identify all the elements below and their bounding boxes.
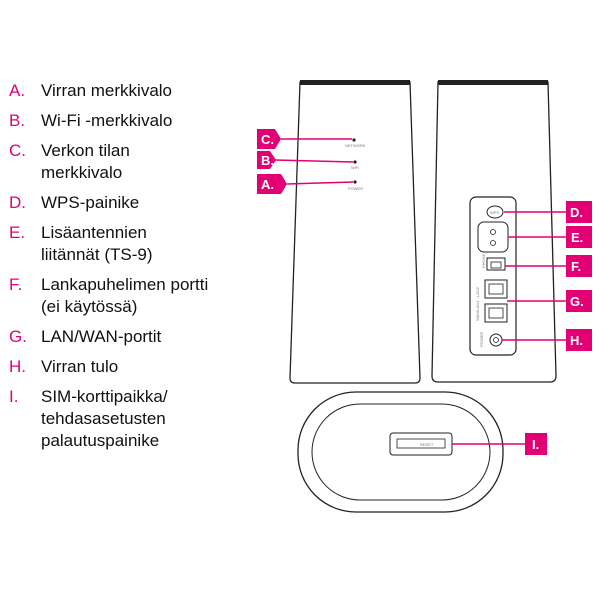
- legend-text: Virran merkkivalo: [41, 81, 173, 100]
- callout-tag-f-text: F.: [571, 259, 581, 274]
- callout-line-b: [274, 159, 354, 163]
- legend-text: Virran tulo: [41, 357, 119, 376]
- callout-tag-f-shape: [566, 255, 592, 277]
- callout-tag-e-text: E.: [571, 230, 583, 245]
- legend-text: LAN/WAN-portit: [41, 327, 162, 346]
- callout-line-a: [286, 181, 354, 185]
- reset-label: RESET: [420, 442, 434, 447]
- legend-item-f: F. Lankapuhelimen portti (ei käytössä): [9, 274, 249, 318]
- callout-tag-h-text: H.: [570, 333, 583, 348]
- legend-text: Wi-Fi -merkkivalo: [41, 111, 173, 130]
- power-inlet: [489, 333, 503, 347]
- legend-item-h: H. Virran tulo: [9, 356, 249, 378]
- legend-text: Lankapuhelimen portti (ei käytössä): [41, 275, 209, 316]
- lan-wan-port-1-socket: [488, 283, 504, 295]
- callout-tag-a-shape: [257, 174, 287, 194]
- router-front-body: [289, 81, 421, 384]
- callout-tag-a-text: A.: [261, 177, 274, 192]
- lan-wan-label: WAN/LAN1 · LAN2: [475, 286, 480, 321]
- legend-letter: G.: [9, 327, 27, 346]
- callout-tag-h-shape: [566, 329, 592, 351]
- legend-letter: E.: [9, 223, 26, 242]
- callout-tag-g-text: G.: [570, 294, 584, 309]
- router-bottom-view: RESET: [297, 391, 504, 513]
- callout-tag-b: B.: [257, 151, 276, 169]
- callout-lines: [274, 138, 566, 445]
- legend-item-b: B. Wi-Fi -merkkivalo: [9, 110, 249, 132]
- callout-tag-f: F.: [566, 255, 592, 277]
- antenna-connector-2-icon: [490, 240, 496, 246]
- legend: A. Virran merkkivalo B. Wi-Fi -merkkival…: [9, 80, 249, 460]
- lan-port-2-socket: [488, 307, 504, 319]
- callout-tag-i-shape: [525, 433, 547, 455]
- legend-item-c: C. Verkon tilan merkkivalo: [9, 140, 249, 184]
- legend-letter: C.: [9, 141, 26, 160]
- legend-item-i: I. SIM-korttipaikka/ tehdasasetusten pal…: [9, 386, 249, 452]
- legend-item-g: G. LAN/WAN-portit: [9, 326, 249, 348]
- legend-letter: B.: [9, 111, 26, 130]
- wifi-led-label: WiFi: [351, 165, 359, 170]
- callout-tag-b-shape: [257, 151, 276, 169]
- antenna-connector-cover: [477, 221, 509, 253]
- callout-tag-c: C.: [257, 129, 281, 149]
- lan-port-2: [484, 303, 508, 323]
- callout-tag-c-text: C.: [261, 132, 274, 147]
- network-led: [352, 138, 356, 142]
- router-back-view: WPS PHONE WAN/LAN1 · LAN2 POWER: [431, 80, 557, 383]
- legend-item-e: E. Lisäantennien liitännät (TS-9): [9, 222, 249, 266]
- wifi-led: [353, 160, 357, 164]
- network-led-label: NETWORK: [345, 143, 366, 148]
- legend-item-d: D. WPS-painike: [9, 192, 249, 214]
- back-port-panel: [469, 196, 517, 356]
- legend-letter: F.: [9, 275, 23, 294]
- wps-button-label: WPS: [490, 210, 499, 215]
- legend-letter: I.: [9, 387, 19, 406]
- callout-tag-h: H.: [566, 329, 592, 351]
- callout-tag-a: A.: [257, 174, 287, 194]
- legend-letter: A.: [9, 81, 26, 100]
- legend-letter: D.: [9, 193, 26, 212]
- legend-item-a: A. Virran merkkivalo: [9, 80, 249, 102]
- callout-tag-g-shape: [566, 290, 592, 312]
- callout-tag-b-text: B.: [261, 153, 274, 168]
- callout-tag-e-shape: [566, 226, 592, 248]
- sim-tray: [396, 438, 446, 449]
- callout-tag-i-text: I.: [532, 437, 539, 452]
- power-inlet-label: POWER: [479, 332, 484, 347]
- callout-tag-d-shape: [566, 201, 592, 223]
- router-back-top-rim: [438, 80, 548, 85]
- phone-port-socket: [490, 261, 502, 269]
- legend-text: Lisäantennien liitännät (TS-9): [41, 223, 153, 264]
- callout-tag-i: I.: [525, 433, 547, 455]
- wps-button: [486, 205, 504, 219]
- router-front-view: NETWORK WiFi POWER: [289, 80, 421, 384]
- antenna-connector-1-icon: [490, 229, 496, 235]
- legend-text: Verkon tilan merkkivalo: [41, 141, 130, 182]
- power-led-label: POWER: [348, 186, 363, 191]
- power-inlet-pin: [493, 337, 499, 343]
- callout-tag-d-text: D.: [570, 205, 583, 220]
- callout-tag-c-shape: [257, 129, 281, 149]
- legend-text: WPS-painike: [41, 193, 140, 212]
- callout-tag-g: G.: [566, 290, 592, 312]
- callout-tag-d: D.: [566, 201, 592, 223]
- phone-port: [486, 257, 506, 271]
- lan-wan-port-1: [484, 279, 508, 299]
- router-front-top-rim: [300, 80, 410, 85]
- callout-tag-e: E.: [566, 226, 592, 248]
- power-led: [353, 180, 357, 184]
- legend-text: SIM-korttipaikka/ tehdasasetusten palaut…: [41, 387, 168, 450]
- legend-letter: H.: [9, 357, 26, 376]
- phone-port-label: PHONE: [481, 253, 486, 268]
